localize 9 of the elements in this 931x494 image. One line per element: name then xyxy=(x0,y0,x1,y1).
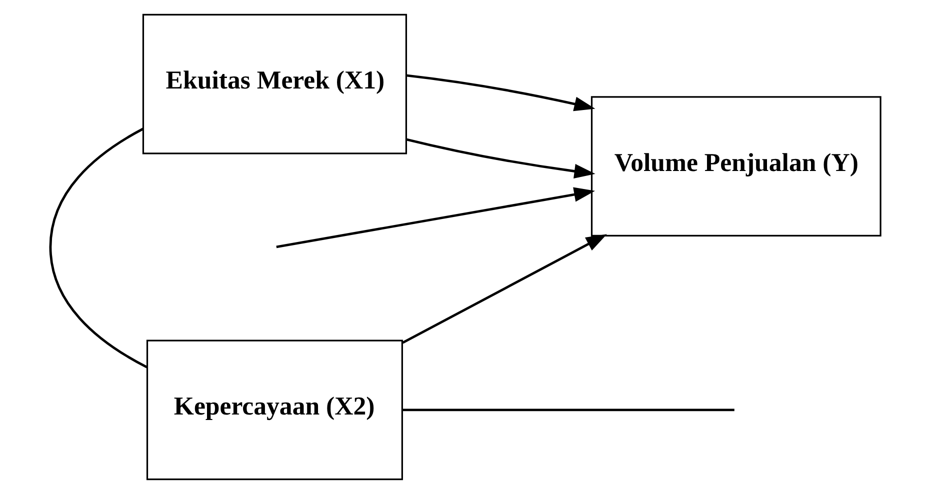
connector xyxy=(402,408,734,412)
connector xyxy=(49,128,148,368)
node-box: Ekuitas Merek (X1) xyxy=(142,14,408,154)
arrow xyxy=(406,74,596,112)
arrow xyxy=(402,234,607,344)
node-box: Kepercayaan (X2) xyxy=(146,340,403,480)
arrow xyxy=(276,187,596,248)
arrow xyxy=(406,138,596,179)
node-box: Volume Penjualan (Y) xyxy=(590,96,882,237)
